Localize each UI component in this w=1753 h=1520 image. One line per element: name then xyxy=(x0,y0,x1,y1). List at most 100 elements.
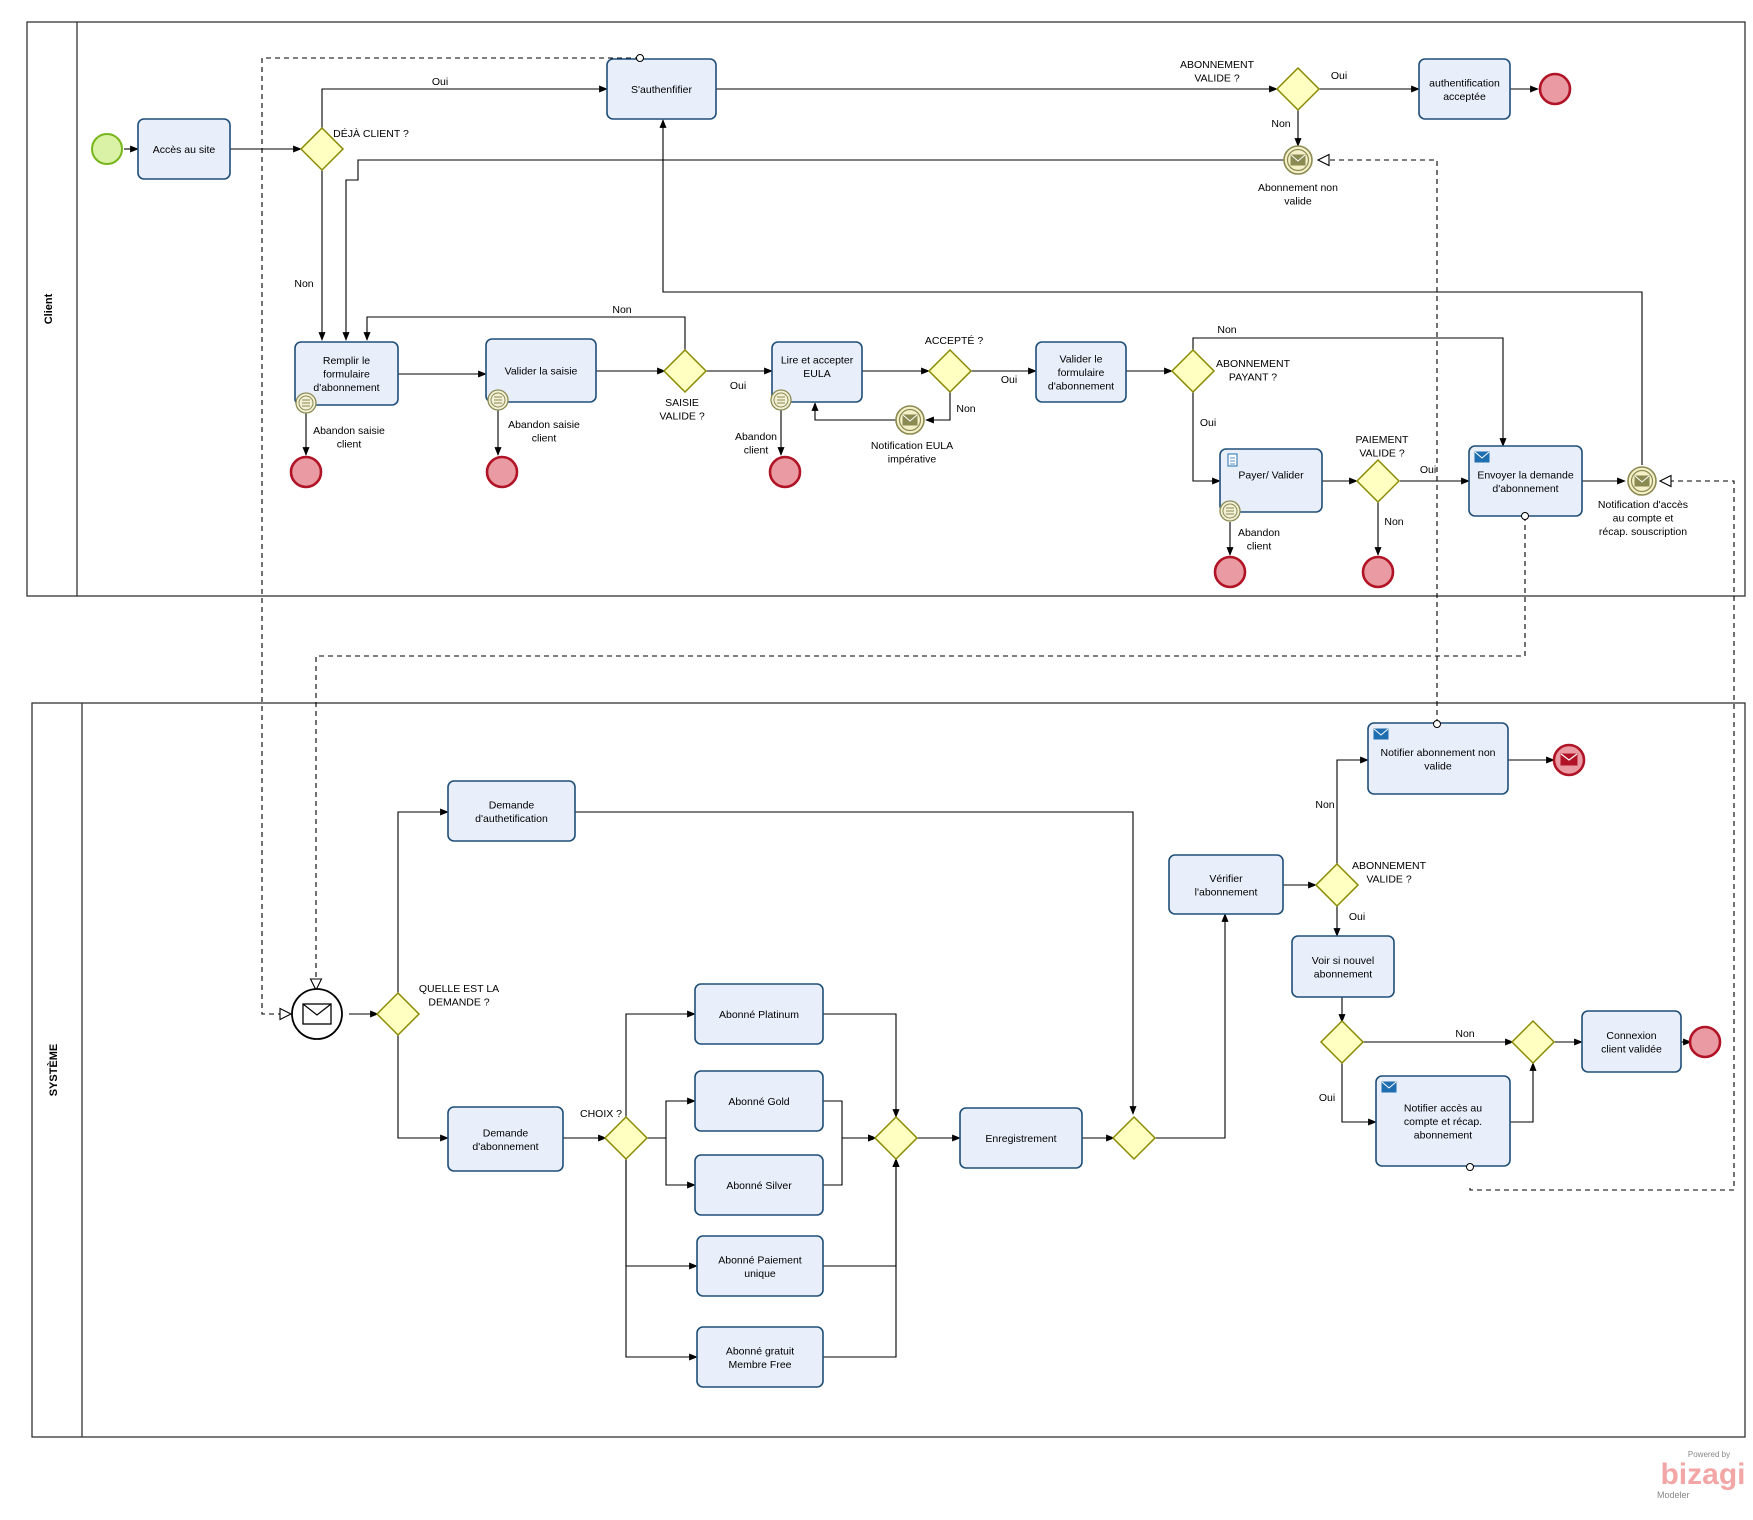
gateway-abonnement-valide-1 xyxy=(1275,66,1321,112)
abandon-boundary-3 xyxy=(770,389,792,411)
abandon-boundary-4 xyxy=(1219,500,1241,522)
label-oui-abo-1: Oui xyxy=(1331,70,1347,82)
envelope-icon xyxy=(1474,451,1490,463)
flow-saisie-non xyxy=(363,316,686,351)
task-acces-site[interactable]: Accès au site xyxy=(137,118,231,180)
flow-payant-non xyxy=(1192,337,1507,447)
flow-choix-silver xyxy=(646,1137,696,1189)
systeme-pool-border xyxy=(31,702,1746,1438)
message-flow-origin xyxy=(1521,512,1529,520)
task-platinum[interactable]: Abonné Platinum xyxy=(694,983,824,1045)
flow-msg-remplir xyxy=(342,159,1284,341)
message-start-event xyxy=(291,988,343,1040)
flow-msg-auth xyxy=(659,119,1643,465)
label-oui-saisie: Oui xyxy=(730,380,746,392)
label-oui-notifier-acces: Oui xyxy=(1319,1092,1335,1104)
label-non-paiement: Non xyxy=(1384,516,1403,528)
label-non-payant: Non xyxy=(1217,324,1236,336)
label-non-notifier: Non xyxy=(1315,799,1334,811)
task-label: Payer/ Valider xyxy=(1238,470,1304,482)
envelope-icon xyxy=(1290,154,1306,166)
flow-gw-verifier xyxy=(1154,913,1229,1139)
gateway-abonnement-payant xyxy=(1170,348,1216,394)
label-accepte: ACCEPTÉ ? xyxy=(925,334,984,347)
envelope-icon xyxy=(1381,1081,1397,1093)
msg-abonnement-non-valide xyxy=(1283,145,1313,175)
task-gold[interactable]: Abonné Gold xyxy=(694,1070,824,1132)
label-non-remplir: Non xyxy=(294,278,313,290)
envelope-icon xyxy=(902,414,918,426)
flow-choix-platinum xyxy=(625,1010,696,1118)
message-flow-origin xyxy=(636,54,644,62)
task-authentifier[interactable]: S'authenfifier xyxy=(606,58,717,120)
brand-product: Modeler xyxy=(1657,1490,1690,1500)
gateway-abonnement-valide-2 xyxy=(1314,862,1360,908)
end-event-abandon-3 xyxy=(768,455,802,489)
flow-silver-merge xyxy=(823,1134,877,1186)
flow-gw-oui xyxy=(1341,1062,1377,1126)
label-oui-voir: Oui xyxy=(1349,911,1365,923)
gateway-join xyxy=(1510,1019,1556,1065)
task-valider-saisie[interactable]: Valider la saisie xyxy=(485,338,597,403)
msgflow-notifacces-client xyxy=(1469,481,1735,1191)
end-event-abandon-4 xyxy=(1213,555,1247,589)
label-non-abo-1: Non xyxy=(1271,118,1290,130)
bizagi-logo: Powered by bizagi Modeler xyxy=(1657,1450,1746,1500)
task-payer-valider[interactable]: Payer/ Valider xyxy=(1219,448,1323,513)
nodes: Accès au site S'authenfifier authentificat… xyxy=(91,54,1722,1388)
task-enregistrement[interactable]: Enregistrement xyxy=(959,1107,1083,1169)
msgflow-auth-systeme xyxy=(261,57,640,1014)
end-event-abandon-2 xyxy=(485,455,519,489)
label-oui-accepte: Oui xyxy=(1001,374,1017,386)
gateway-merge-2 xyxy=(1111,1115,1157,1161)
gateway-saisie-valide xyxy=(662,348,708,394)
gateway-deja-client xyxy=(299,126,345,172)
label-oui-auth: Oui xyxy=(432,76,448,88)
gateway-paiement-valide xyxy=(1355,458,1401,504)
msg-notification-eula xyxy=(895,405,925,435)
flows xyxy=(124,57,1735,1361)
gateway-quelle-demande xyxy=(375,991,421,1037)
gateway-accepte xyxy=(927,348,973,394)
label-deja-client: DÉJÀ CLIENT ? xyxy=(333,127,409,140)
task-label: S'authenfifier xyxy=(631,84,692,96)
task-label: Accès au site xyxy=(153,144,216,156)
task-silver[interactable]: Abonné Silver xyxy=(694,1154,824,1216)
message-end-event xyxy=(1552,743,1586,777)
end-event-abandon-1 xyxy=(289,455,323,489)
gateway-choix xyxy=(603,1115,649,1161)
flow-deja-auth xyxy=(321,85,608,128)
end-event-connexion xyxy=(1688,1025,1722,1059)
brand-name: bizagi xyxy=(1660,1458,1745,1491)
msgflow-envoyer-start xyxy=(316,516,1526,990)
